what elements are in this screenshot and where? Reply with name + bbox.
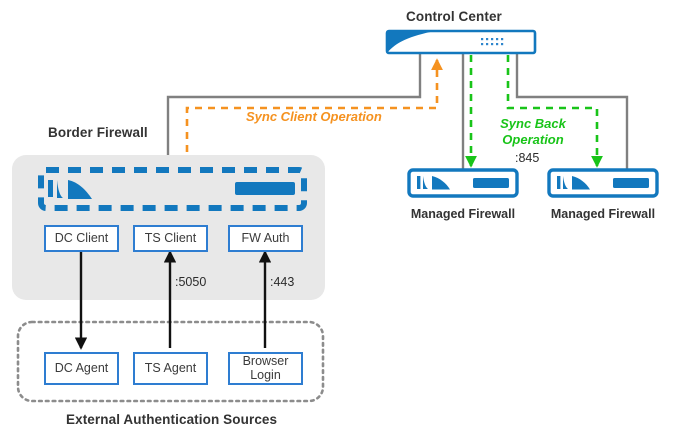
sync-back-port-label: :845 — [515, 151, 540, 165]
service-box-fw-auth[interactable]: FW Auth — [228, 225, 303, 252]
sync-back-path-right — [506, 55, 603, 168]
physical-links — [166, 54, 629, 172]
external-source-box-dc-agent[interactable]: DC Agent — [44, 352, 119, 385]
link-cc-to-border-firewall — [166, 54, 422, 170]
border-firewall-status-bar — [235, 182, 295, 195]
control-center-swoosh — [387, 31, 435, 53]
control-center-title: Control Center — [406, 9, 502, 24]
auth-connectors — [74, 250, 272, 350]
managed-firewall-1-fin-logo — [417, 176, 450, 190]
border-firewall-chassis — [38, 167, 307, 211]
port-label-fw-auth: :443 — [270, 275, 295, 289]
border-firewall-device[interactable] — [38, 167, 307, 211]
flow-sync-back-operation — [465, 55, 603, 168]
external-source-box-ts-agent[interactable]: TS Agent — [133, 352, 208, 385]
link-cc-to-managed-fw-2 — [515, 54, 629, 172]
external-source-box-browser-login[interactable]: Browser Login — [228, 352, 303, 385]
managed-firewall-2-status-bar — [613, 178, 649, 188]
port-label-ts-client: :5050 — [175, 275, 207, 289]
control-center-indicator-dots — [481, 38, 504, 46]
managed-firewall-1-status-bar — [473, 178, 509, 188]
managed-firewall-2-device[interactable] — [547, 168, 659, 198]
managed-firewall-1-caption: Managed Firewall — [410, 207, 516, 221]
service-box-dc-client[interactable]: DC Client — [44, 225, 119, 252]
sync-back-operation-label-line1: Sync Back — [500, 116, 566, 131]
service-box-ts-client[interactable]: TS Client — [133, 225, 208, 252]
sync-client-path — [185, 58, 443, 178]
control-center-device[interactable] — [385, 29, 537, 55]
managed-firewall-2-fin-logo — [557, 176, 590, 190]
managed-firewall-2-caption: Managed Firewall — [550, 207, 656, 221]
sync-back-operation-label-line2: Operation — [502, 132, 564, 147]
managed-firewall-1-device[interactable] — [407, 168, 519, 198]
flow-sync-client-operation — [185, 58, 443, 178]
border-firewall-fin-logo — [48, 180, 92, 199]
external-sources-title: External Authentication Sources — [66, 412, 278, 427]
sync-client-operation-label: Sync Client Operation — [246, 109, 382, 124]
border-firewall-title: Border Firewall — [48, 125, 148, 140]
